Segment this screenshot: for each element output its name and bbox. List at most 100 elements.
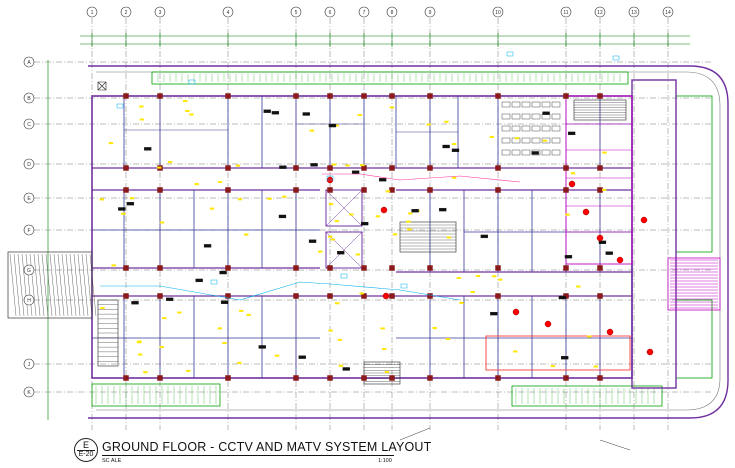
landscape-strip-sw (91, 383, 221, 407)
ramp-hatch (89, 253, 97, 317)
seat (541, 101, 551, 108)
seat (501, 101, 511, 108)
electrical-device (357, 114, 363, 117)
seat (531, 101, 541, 108)
structural-column (495, 265, 501, 271)
structural-column (293, 265, 299, 271)
room-label-block (442, 144, 450, 149)
entrance-ramp-east (667, 257, 721, 311)
electrical-device (408, 212, 413, 215)
cctv-camera-icon (606, 328, 614, 336)
ramp-hatch (65, 253, 73, 317)
grid-bubble-row-label: E (27, 196, 31, 202)
grid-bubble-col (86, 6, 98, 18)
grid-bubble-row-label: K (27, 390, 31, 396)
electrical-device (550, 365, 556, 368)
electrical-device (445, 338, 451, 341)
structural-column (361, 93, 367, 99)
seat (501, 125, 511, 132)
structural-column (427, 293, 433, 299)
electrical-device (380, 327, 385, 330)
structural-column (123, 293, 129, 299)
grid-bubble-row (23, 192, 35, 204)
cctv-cable-route (322, 173, 521, 183)
structural-column (361, 293, 367, 299)
cctv-camera-icon (646, 348, 654, 356)
structural-column (157, 375, 163, 381)
room-label-block (166, 297, 174, 301)
electrical-device (99, 198, 104, 201)
structural-column (327, 375, 333, 381)
room-label-block (567, 131, 576, 136)
electrical-device (129, 197, 135, 200)
lift-shaft-2 (325, 231, 363, 269)
electrical-device (407, 228, 412, 231)
cctv-matv-devices (97, 51, 654, 451)
ramp-hatch (73, 253, 81, 317)
electrical-device (514, 137, 520, 140)
electrical-device (143, 371, 148, 374)
lift-shaft-1 (325, 189, 363, 227)
structural-column (293, 93, 299, 99)
structural-column (293, 187, 299, 193)
grid-bubble-col-label: 5 (295, 10, 298, 16)
room-label-block (219, 270, 227, 275)
electrical-device (459, 301, 464, 304)
grid-bubble-col (424, 6, 436, 18)
grid-bubble-col-label: 10 (495, 10, 501, 16)
ramp-hatch (85, 253, 93, 317)
landscape-strip-se (511, 385, 663, 407)
structural-column (225, 93, 231, 99)
building-walls (91, 79, 677, 389)
room-label-block (605, 251, 613, 255)
room-label-block (490, 311, 498, 316)
electrical-device (246, 313, 251, 316)
grid-bubble-col-label: 11 (563, 10, 568, 16)
electrical-device (194, 183, 199, 186)
structural-column (597, 93, 603, 99)
cctv-camera-icon (512, 308, 520, 316)
grid-bubble-row (23, 224, 35, 236)
room-label-block (598, 240, 607, 244)
electrical-device (317, 250, 323, 253)
electrical-device (565, 213, 570, 216)
electrical-device (330, 238, 336, 241)
title-block: E E-20 GROUND FLOOR - CCTV AND MATV SYST… (70, 436, 431, 466)
room-label-block (271, 111, 280, 115)
electrical-device (331, 163, 337, 166)
electrical-device (602, 188, 607, 191)
seat (531, 125, 541, 132)
structural-column (225, 375, 231, 381)
east-wing-wall (631, 79, 677, 389)
grid-bubble-col-label: 9 (429, 10, 432, 16)
seat (541, 125, 551, 132)
structural-column (293, 293, 299, 299)
room-label-block (118, 207, 126, 211)
electrical-device (593, 365, 598, 368)
tv-outlet-icon (400, 283, 408, 289)
electrical-device (470, 290, 475, 293)
electrical-device (217, 180, 223, 183)
structural-column (157, 293, 163, 299)
electrical-device (384, 371, 390, 374)
structural-column (225, 187, 231, 193)
seat (511, 113, 521, 120)
electrical-device (576, 285, 581, 288)
cctv-camera-icon (382, 292, 390, 300)
grid-bubble-col-label: 7 (363, 10, 366, 16)
electrical-device (587, 335, 592, 338)
grid-bubble-col-label: 2 (125, 10, 128, 16)
seat (521, 137, 531, 144)
ramp-hatch (17, 253, 25, 317)
electrical-device (186, 369, 191, 372)
ramp-hatch (29, 253, 37, 317)
structural-column (327, 265, 333, 271)
grid-bubble-row (23, 264, 35, 276)
seat (551, 137, 561, 144)
lift-cross (325, 231, 363, 269)
cctv-camera-icon (640, 216, 648, 224)
electrical-device (444, 120, 449, 123)
electrical-device (162, 317, 167, 320)
electrical-device (475, 274, 481, 277)
electrical-device (381, 348, 387, 351)
